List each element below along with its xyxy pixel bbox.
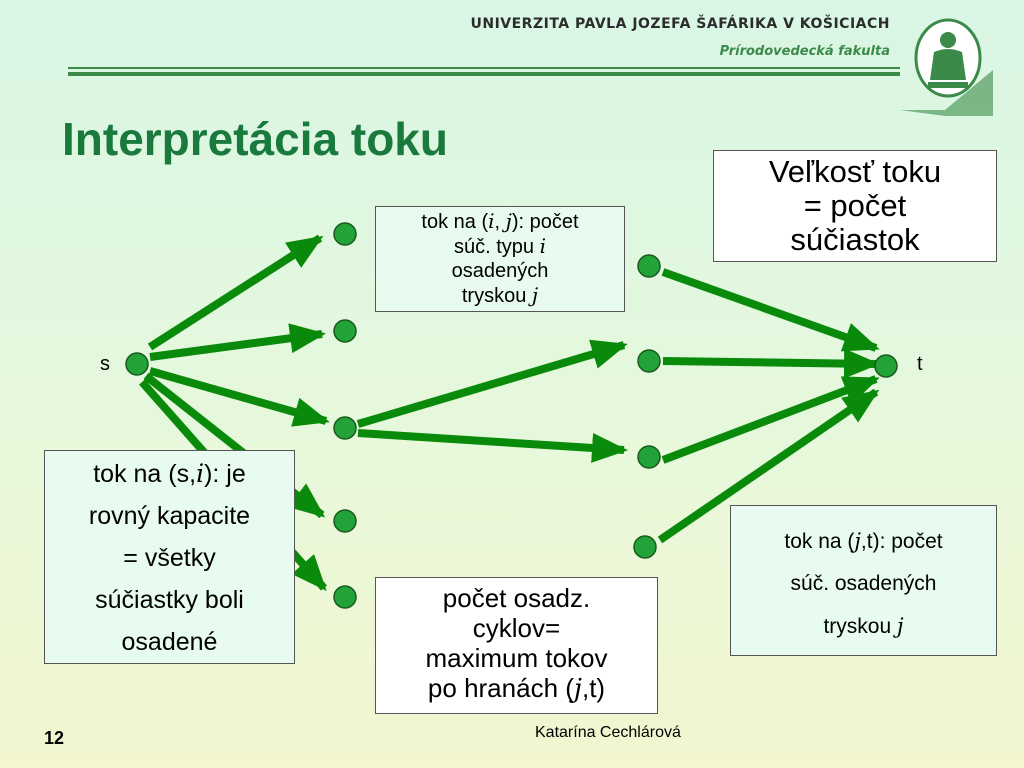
source-edge-line4: súčiastky boli <box>95 586 244 614</box>
author-name: Katarína Cechlárová <box>535 724 681 741</box>
flow-size-line2: = počet <box>803 188 907 223</box>
flow-size-box: Veľkosť toku = počet súčiastok <box>713 150 997 262</box>
node-a5 <box>333 585 357 609</box>
edge-a3-b2 <box>356 339 628 428</box>
university-logo <box>900 18 993 116</box>
source-edge-line5: osadené <box>121 628 218 656</box>
sink-edge-box: tok na (j,t): počet súč. osadených trysk… <box>730 505 997 656</box>
cycles-line4: po hranách (j,t) <box>427 673 606 704</box>
node-b4 <box>633 535 657 559</box>
source-edge-line2: rovný kapacite <box>88 502 251 530</box>
flow-size-line3: súčiastok <box>790 222 920 257</box>
edge-b2-t <box>662 348 880 379</box>
node-b3 <box>637 445 661 469</box>
faculty-name: Prírodovedecká fakulta <box>719 44 890 59</box>
edge-b1-t <box>661 268 880 352</box>
header-rule <box>68 67 900 76</box>
edge-ij-line1: tok na (i, j): počet <box>421 209 579 233</box>
node-label-s: s <box>100 353 110 375</box>
node-a3 <box>333 416 357 440</box>
node-b1 <box>637 254 661 278</box>
cycles-box: počet osadz. cyklov= maximum tokov po hr… <box>375 577 658 714</box>
edge-ij-line3: osadených <box>451 260 549 282</box>
cycles-line3: maximum tokov <box>425 643 608 673</box>
node-b2 <box>637 349 661 373</box>
edge-ij-line2: súč. typu i <box>453 234 546 258</box>
edge-ij-box: tok na (i, j): počet súč. typu i osadený… <box>375 206 625 312</box>
source-edge-line3: = všetky <box>123 544 216 572</box>
edge-b3-t <box>661 375 880 464</box>
edges <box>139 234 880 591</box>
node-a4 <box>333 509 357 533</box>
slide-title: Interpretácia toku <box>62 113 448 165</box>
nodes <box>125 222 898 609</box>
university-name: UNIVERZITA PAVLA JOZEFA ŠAFÁRIKA V KOŠIC… <box>470 16 890 32</box>
edge-b4-t <box>657 388 880 544</box>
node-s <box>125 352 149 376</box>
source-edge-box: tok na (s,i): je rovný kapacite = všetky… <box>44 450 295 664</box>
sink-edge-line3: tryskou j <box>823 614 904 638</box>
sink-edge-line2: súč. osadených <box>790 572 937 595</box>
cycles-line1: počet osadz. <box>442 583 591 613</box>
source-edge-line1: tok na (s,i): je <box>93 459 246 488</box>
node-a1 <box>333 222 357 246</box>
edge-a3-b3 <box>357 429 628 463</box>
edge-s-a1 <box>147 234 324 351</box>
node-label-t: t <box>917 353 923 375</box>
node-t <box>874 354 898 378</box>
page-number: 12 <box>44 728 65 748</box>
cycles-line2: cyklov= <box>472 613 561 643</box>
sink-edge-line1: tok na (j,t): počet <box>784 529 943 553</box>
edge-ij-line4: tryskou j <box>461 283 539 307</box>
edge-s-a3 <box>148 367 330 427</box>
node-a2 <box>333 319 357 343</box>
edge-s-a2 <box>149 323 326 361</box>
flow-size-line1: Veľkosť toku <box>768 154 942 189</box>
